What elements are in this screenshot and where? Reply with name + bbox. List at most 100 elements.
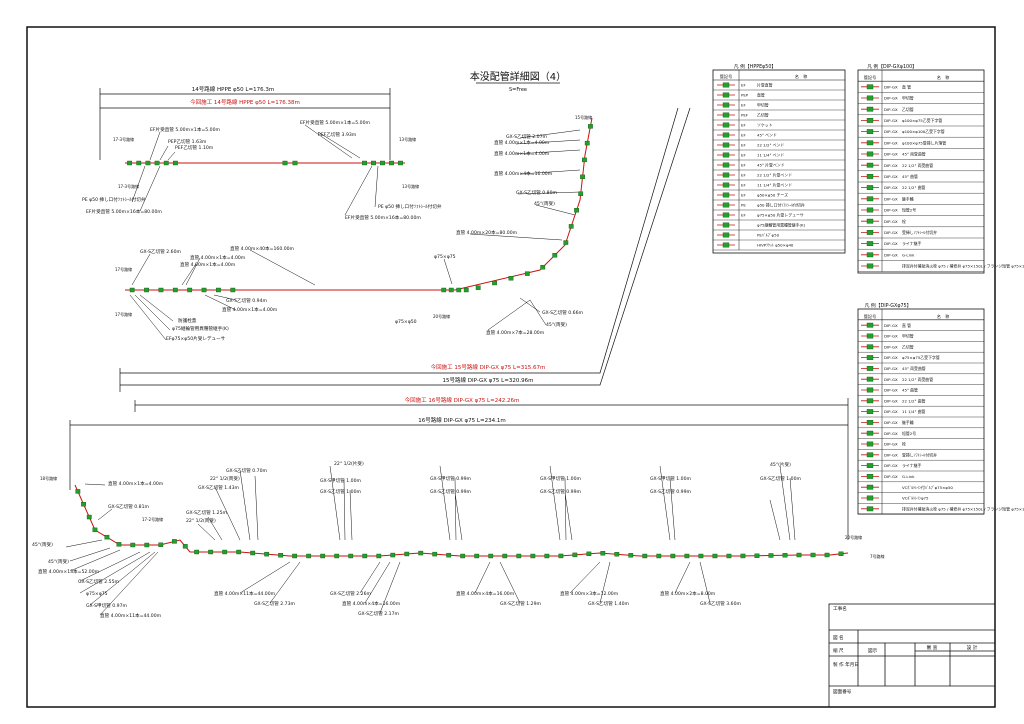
row3-top-label: GX-S甲切管 0.99m <box>430 475 472 482</box>
legend-name: 乙切管 <box>757 113 769 118</box>
pipe-fitting <box>173 160 178 166</box>
pipe-fitting <box>488 553 494 559</box>
pipe-fitting <box>432 551 438 557</box>
legend-fitting-icon <box>722 222 730 228</box>
legend-code: EF <box>741 83 746 88</box>
riser-label: 直管 4.00m×1本=4.00m <box>494 150 550 157</box>
legend-name: 45° 曲管 <box>902 388 918 393</box>
title-block <box>828 603 996 708</box>
legend-code: EF <box>741 193 746 198</box>
pipe-fitting <box>463 287 469 293</box>
legend-name: φ75×φ75乙受下字管 <box>902 355 940 360</box>
pipe-fitting <box>712 553 718 559</box>
legend-name: 45° 曲管 <box>902 174 918 179</box>
row2-label: 45°(両受) <box>546 321 567 328</box>
legend-fitting-icon <box>866 173 874 179</box>
legend-name: 乙切管 <box>902 107 914 112</box>
pipe-fitting <box>524 271 530 276</box>
legend-fitting-icon <box>866 129 874 134</box>
legend-code: DIP-GX <box>884 398 898 403</box>
legend-code: DIP-GX <box>884 140 898 145</box>
row3-bottom-label: GX-S乙切管 2.26m <box>330 590 372 597</box>
legend-name: ライナ継手 <box>902 241 921 246</box>
row2-label: φ75×φ50 <box>395 319 417 325</box>
pipe-fitting <box>544 553 550 559</box>
legend-fitting-icon <box>722 232 730 238</box>
drawing-scale: S=Free <box>509 87 527 93</box>
legend-name: φ100×φ75乙受下字管 <box>902 118 942 123</box>
legend-name: PEﾊﾞﾙﾌﾞφ50 <box>757 233 780 238</box>
pipe-fitting <box>380 160 385 166</box>
row3-bottom-label: φ75×φ75 <box>86 591 108 597</box>
legend-code: DIP-GX <box>884 388 898 393</box>
legend-code: EF <box>741 213 746 218</box>
row1-label: PE φ50 挿し口付ｿﾌﾄｼｰﾙ付切弁 <box>378 203 442 210</box>
legend-name: ライナ継手 <box>902 463 921 468</box>
legend-name: 甲切管 <box>757 103 769 108</box>
legend-fitting-icon <box>866 409 874 414</box>
legend-code: EF <box>741 163 746 168</box>
pipe-fitting <box>172 287 178 293</box>
title-block-scale-value: 図示 <box>868 648 878 654</box>
pipe-fitting <box>398 160 403 166</box>
legend-fitting-icon <box>866 463 874 468</box>
legend-code: DIP-GX <box>884 230 898 235</box>
pipe-fitting <box>563 240 569 245</box>
legend-code: DIP-GX <box>884 355 898 360</box>
pipe-fitting <box>158 287 164 293</box>
legend-fitting-icon <box>722 182 730 188</box>
row2-label: EFφ75×φ50片受レデューサ <box>166 335 226 342</box>
pipe-fitting <box>371 160 376 166</box>
legend-fitting-icon <box>866 420 874 425</box>
legend-fitting-icon <box>722 212 730 218</box>
riser-label: 直管 4.00m×4本=16.00m <box>494 170 553 177</box>
pipe-fitting <box>389 160 394 166</box>
legend-code: EF <box>741 133 746 138</box>
legend-name: 栓 <box>902 442 906 447</box>
pipe-fitting <box>236 549 242 555</box>
pipe-fitting <box>194 549 200 555</box>
legend-code: DIP-GX <box>884 185 898 190</box>
legend-code: DIP-GX <box>884 334 898 339</box>
run-dip-upper-this-work: 今回施工 15号路線 DIP-GX φ75 L=315.67m <box>431 363 546 371</box>
legend-name: 22 1/2° 曲管 <box>902 398 926 403</box>
legend-code: DIP-GX <box>884 344 898 349</box>
legend-fitting-icon <box>722 242 730 248</box>
riser-leaders <box>469 129 581 241</box>
row3-top-label: GX-S乙切管 1.43m <box>198 484 240 491</box>
legend-name: VCﾎﾞﾙﾄﾚｲﾝ付ﾊﾞﾙﾌﾞφ75×φ50 <box>902 485 953 490</box>
riser-label: GX-S乙切管 2.07m <box>506 133 548 140</box>
legend-name: φ75継輪管用異種管継手(K) <box>757 223 806 228</box>
row3-top-label: 45°(片受) <box>770 461 791 468</box>
row1-label: EF片受直管 5.00m×1本=5.00m <box>300 119 371 126</box>
row1-label: PE φ50 挿し口付ｿﾌﾄｼｰﾙ付切弁 <box>82 196 146 203</box>
legend-fitting-icon <box>722 102 730 108</box>
title-block-check: 審 査 <box>927 644 938 651</box>
pipe-fitting <box>208 549 214 555</box>
run-hppe-this-work: 今回施工 14号路線 HPPE φ50 L=176.38m <box>190 98 300 106</box>
pipe-fitting <box>129 287 135 293</box>
pipe-fitting <box>334 553 340 559</box>
row1-labels: EF片受直管 5.00m×1本=5.00m PEP乙切管 1.63m PEF乙切… <box>82 119 442 221</box>
legend-fitting-icon <box>866 185 874 190</box>
pipe-fitting <box>838 551 844 556</box>
row1-label: PEF乙切管 3.93m <box>318 131 357 138</box>
legend-fitting-icon <box>866 117 874 123</box>
row3-top-label: GX-S乙切管 0.99m <box>650 488 692 495</box>
legend-header: 管記号 <box>864 313 877 320</box>
legend-code: DIP-GX <box>884 452 898 457</box>
legend-name: 短管2号 <box>902 431 916 436</box>
row3-top-label: GX-S甲切管 1.00m <box>540 475 582 482</box>
row1-label: EF片受直管 5.00m×1本=5.00m <box>150 126 221 133</box>
legend-fitting-icon <box>866 140 874 146</box>
row3-bottom-leaders <box>69 547 711 616</box>
row3-bottom-label: GX-S乙切管 1.29m <box>500 600 542 607</box>
row1-leaders <box>131 124 379 216</box>
legend-code: DIP-GX <box>884 252 898 257</box>
title-block-project: 工事名 <box>833 605 847 612</box>
riser-label: 直管 4.00m×20本=80.00m <box>456 229 518 236</box>
legend-fitting-icon <box>866 241 874 246</box>
legend-code: DIP-GX <box>884 420 898 425</box>
row2-leaders <box>129 249 547 341</box>
